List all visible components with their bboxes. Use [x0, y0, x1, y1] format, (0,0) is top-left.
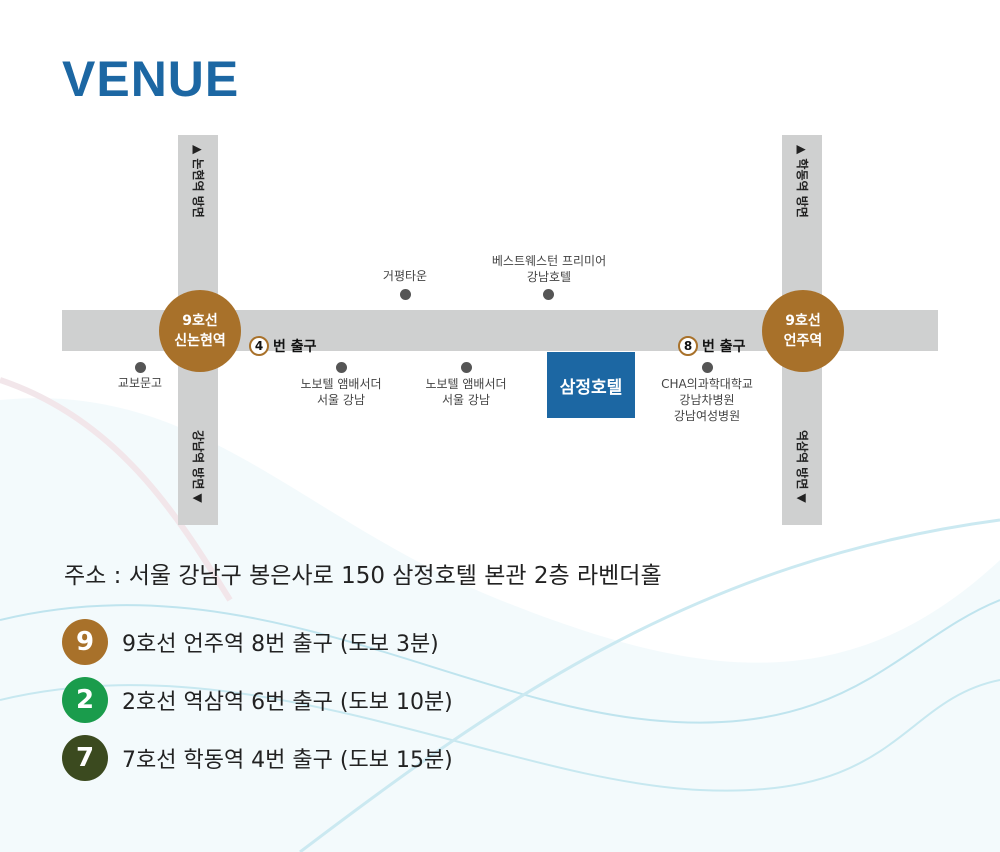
road-label-right-north: ▲ 학동역 방면 — [795, 145, 809, 218]
road-label-left-north: ▲ 논현역 방면 — [191, 145, 205, 218]
exit-8: 8 번 출구 — [678, 336, 746, 356]
station-eonju: 9호선 언주역 — [762, 290, 844, 372]
route-line-2: 2 2호선 역삼역 6번 출구 (도보 10분) — [62, 677, 453, 723]
landmark-dot — [543, 289, 554, 300]
hotel-marker: 삼정호텔 — [547, 352, 635, 418]
landmark-dot — [135, 362, 146, 373]
exit-label: 번 출구 — [702, 339, 746, 355]
route-text: 7호선 학동역 4번 출구 (도보 15분) — [122, 748, 453, 773]
route-text: 9호선 언주역 8번 출구 (도보 3분) — [122, 632, 439, 657]
landmark-dot — [336, 362, 347, 373]
route-line-9: 9 9호선 언주역 8번 출구 (도보 3분) — [62, 619, 439, 665]
page-title: VENUE — [62, 51, 240, 107]
route-line-7: 7 7호선 학동역 4번 출구 (도보 15분) — [62, 735, 453, 781]
station-name: 언주역 — [783, 333, 823, 349]
exit-label: 번 출구 — [273, 339, 317, 355]
exit-4: 4 번 출구 — [249, 336, 317, 356]
station-sinnonhyeon: 9호선 신논현역 — [159, 290, 241, 372]
station-line: 9호선 — [785, 313, 821, 329]
landmark-kyobo: 교보문고 — [117, 376, 163, 390]
station-line: 9호선 — [182, 313, 218, 329]
address: 주소 : 서울 강남구 봉은사로 150 삼정호텔 본관 2층 라벤더홀 — [64, 563, 662, 589]
line-badge: 7 — [62, 735, 108, 781]
line-badge: 9 — [62, 619, 108, 665]
landmark-dot — [702, 362, 713, 373]
station-name: 신논현역 — [174, 333, 226, 349]
road-label-left-south: 강남역 방면 ▼ — [191, 430, 205, 503]
landmark-geopyeong: 거평타운 — [382, 269, 428, 283]
line-badge: 2 — [62, 677, 108, 723]
road-label-right-south: 역삼역 방면 ▼ — [795, 430, 809, 503]
landmark-dot — [400, 289, 411, 300]
exit-number: 4 — [249, 336, 269, 356]
exit-number: 8 — [678, 336, 698, 356]
landmark-dot — [461, 362, 472, 373]
route-text: 2호선 역삼역 6번 출구 (도보 10분) — [122, 690, 453, 715]
